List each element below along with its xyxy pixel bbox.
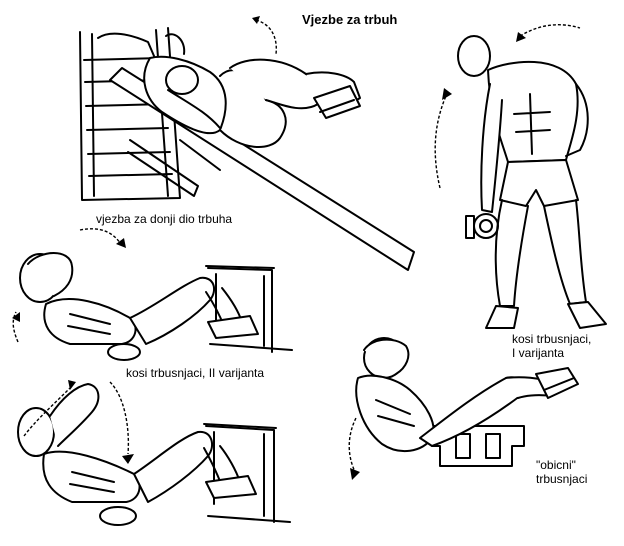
label-regular-line2: trbusnjaci bbox=[536, 472, 588, 486]
label-obliques-2: kosi trbusnjaci, II varijanta bbox=[126, 366, 265, 380]
label-obliques-1-line1: kosi trbusnjaci, bbox=[512, 332, 592, 346]
label-lower-abs: vjezba za donji dio trbuha bbox=[96, 212, 233, 226]
motion-arrow-icon bbox=[252, 16, 284, 58]
twist-situp-figure bbox=[10, 380, 300, 542]
oblique-crunch-figure bbox=[12, 226, 300, 366]
label-regular-line1: "obicni" bbox=[536, 458, 576, 472]
standing-oblique-figure bbox=[430, 24, 620, 344]
sheet-title: Vjezbe za trbuh bbox=[302, 12, 398, 27]
label-obliques-1-line2: I varijanta bbox=[512, 346, 565, 360]
incline-bench-figure bbox=[70, 20, 430, 280]
basic-crunch-figure bbox=[336, 334, 586, 480]
